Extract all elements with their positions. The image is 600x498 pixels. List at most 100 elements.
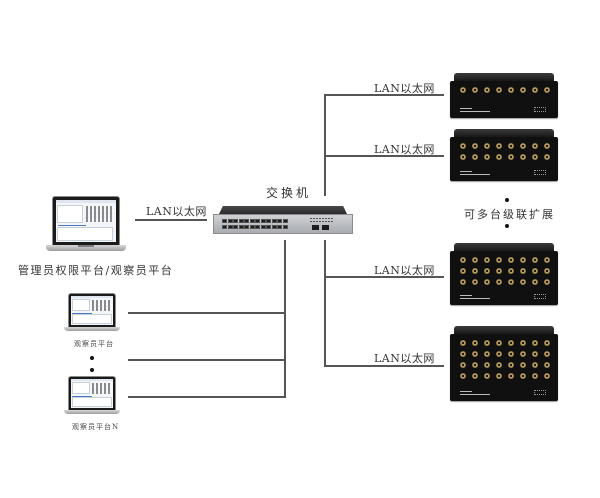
device-model-text [460,295,472,296]
rj45-port [266,225,271,229]
status-led [319,218,321,219]
bnc-connector [496,87,502,93]
rj45-port [277,225,282,229]
rj45-port [255,219,260,223]
rj45-port [277,219,282,223]
status-led [328,218,330,219]
device-status-indicators [534,294,546,299]
rj45-port [238,225,244,229]
bnc-connector [472,340,478,346]
device-model-text [460,391,472,392]
bnc-connector [472,362,478,368]
bnc-connector [460,87,466,93]
device-front-panel [450,334,558,401]
device-name-text [460,298,490,299]
admin-link-label: LAN以太网 [146,205,207,218]
bnc-connector [544,279,550,285]
bnc-connector [520,340,526,346]
ellipsis-dot [90,368,94,372]
bnc-connector [484,268,490,274]
bnc-connector [460,362,466,368]
status-led [316,218,318,219]
device-link-line-4 [324,365,444,367]
admin-platform-label: 管理员权限平台/观察员平台 [18,264,174,277]
bnc-connector [496,154,502,160]
device-top-cover [454,243,554,252]
bnc-connector [460,351,466,357]
bnc-connector [520,268,526,274]
bnc-connector [544,340,550,346]
device-bus-upper [324,94,326,196]
ellipsis-dot [90,356,94,360]
bnc-connector [544,257,550,263]
bnc-connector [508,340,514,346]
bnc-connector [532,257,538,263]
device-bus-lower [324,240,326,366]
bnc-connector [508,154,514,160]
device-top-cover [454,326,554,335]
observer-platform-label-n: 观察员平台N [72,423,120,431]
bnc-connector [520,257,526,263]
bnc-connector [532,351,538,357]
device-status-indicators [534,390,546,395]
status-led [313,218,315,219]
acquisition-device-4 [450,326,558,401]
status-led [322,221,324,222]
acquisition-device-3 [450,243,558,305]
bnc-connector [520,351,526,357]
device-link-label-3: LAN以太网 [374,264,435,277]
rj45-port [255,225,260,229]
device-name-text [460,174,490,175]
device-link-label-4: LAN以太网 [374,352,435,365]
observer-link-line-n [128,396,286,398]
bnc-connector [520,362,526,368]
bnc-connector [460,340,466,346]
rj45-port [260,219,266,223]
observer-link-line-2 [128,359,286,361]
status-led [328,221,330,222]
bnc-connector [472,154,478,160]
bnc-connector [472,257,478,263]
status-led [313,221,315,222]
rj45-port [271,219,277,223]
device-top-cover [454,73,554,82]
bnc-connector [532,87,538,93]
device-link-line-2 [324,155,444,157]
acquisition-device-2 [450,129,558,181]
rj45-port [282,219,288,223]
bnc-connector [520,143,526,149]
bnc-connector [484,362,490,368]
rj45-port [244,225,249,229]
status-led [331,221,333,222]
admin-laptop [46,196,126,254]
rj45-port [233,225,238,229]
bnc-connector [496,257,502,263]
bnc-connector [544,362,550,368]
bnc-connector [532,154,538,160]
status-led [316,221,318,222]
bnc-connector [508,279,514,285]
status-led [310,221,312,222]
rj45-port [222,219,227,223]
device-link-label-1: LAN以太网 [374,82,435,95]
bnc-connector [484,351,490,357]
rj45-port [227,225,233,229]
rj45-port [271,225,277,229]
observer-link-line-1 [128,312,286,314]
device-link-line-3 [324,276,444,278]
bnc-connector [484,154,490,160]
switch-label: 交换机 [266,186,312,200]
bnc-connector [460,268,466,274]
rj45-port [260,225,266,229]
bnc-connector [472,279,478,285]
bnc-connector [532,340,538,346]
bnc-connector [484,373,490,379]
bnc-connector [484,340,490,346]
bnc-connector [484,257,490,263]
rj45-port [238,219,244,223]
bnc-connector [484,87,490,93]
observer-bus-trunk [284,240,286,398]
bnc-connector [508,268,514,274]
bnc-connector [460,257,466,263]
